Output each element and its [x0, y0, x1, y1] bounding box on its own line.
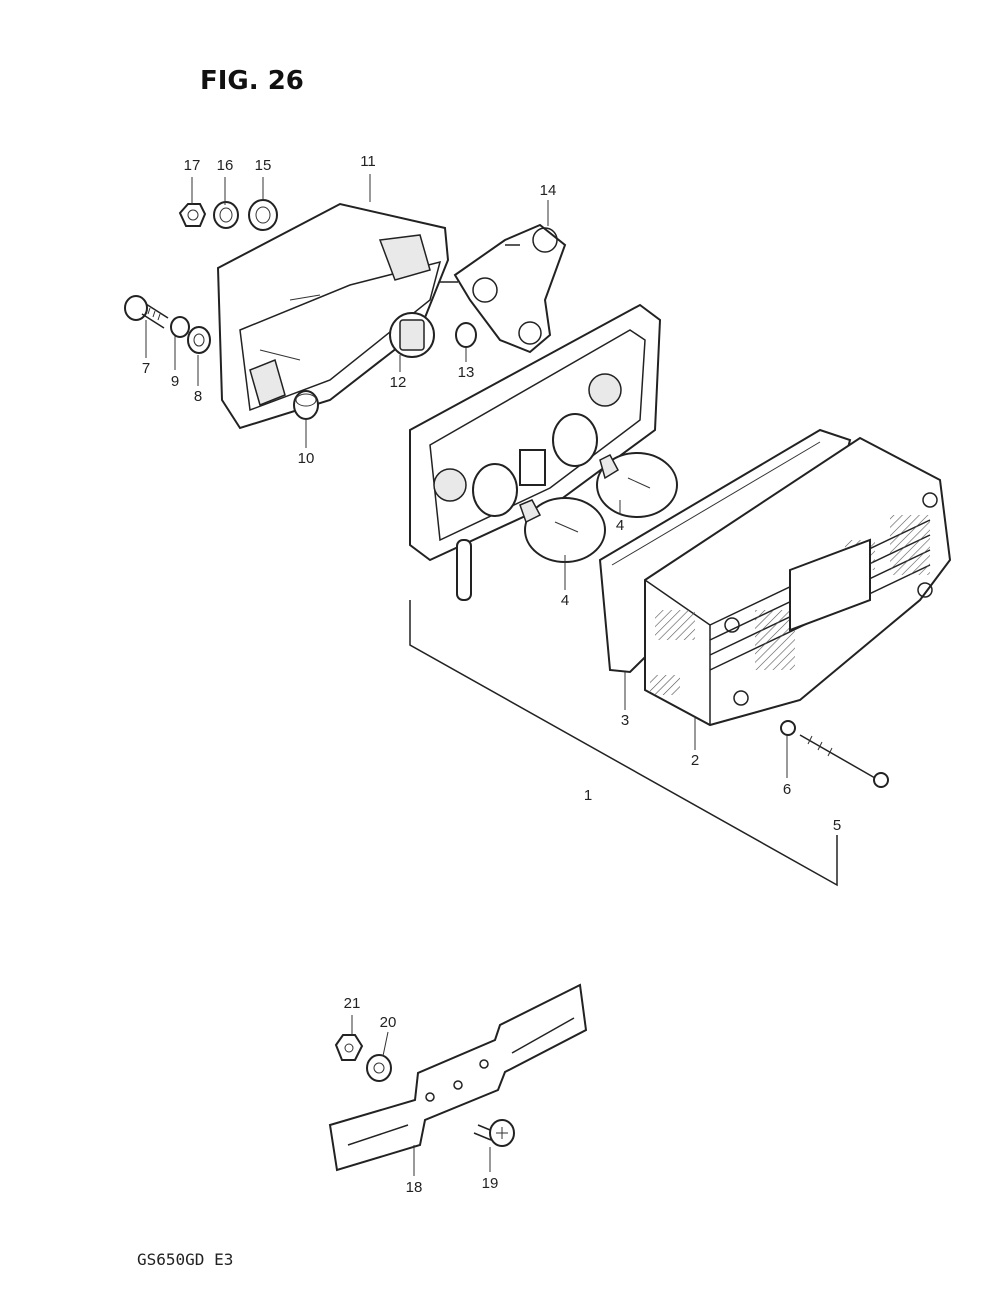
bulb-socket [389, 312, 435, 358]
nut-washer-set [178, 199, 278, 231]
callout-5: 5 [833, 817, 841, 834]
lamp-base [409, 303, 662, 601]
callout-2: 2 [691, 752, 699, 769]
callout-18: 18 [406, 1179, 423, 1196]
callout-11: 11 [360, 153, 376, 170]
figure-title: FIG. 26 [200, 66, 304, 96]
callout-16: 16 [217, 157, 234, 174]
callout-6: 6 [783, 781, 791, 798]
callout-3: 3 [621, 712, 629, 729]
callout-1: 1 [584, 787, 592, 804]
callout-9: 9 [171, 373, 179, 390]
callout-4a: 4 [616, 517, 624, 534]
callout-15: 15 [255, 157, 272, 174]
bulb [519, 497, 606, 563]
bracket-nut-washer [334, 1034, 392, 1082]
grommet [293, 390, 319, 420]
callout-8: 8 [194, 388, 202, 405]
assembly-bracket-line [409, 600, 838, 887]
callout-10: 10 [298, 450, 315, 467]
cushion [455, 322, 477, 348]
rear-housing [216, 202, 450, 430]
callout-19: 19 [482, 1175, 499, 1192]
callout-20: 20 [380, 1014, 397, 1031]
leader-lines [145, 174, 788, 1176]
callout-labels: 1 2 3 4 4 5 6 7 8 9 10 11 12 13 14 15 16… [142, 153, 841, 1196]
screw-washer-set [780, 720, 889, 788]
callout-12: 12 [390, 374, 407, 391]
bulb [596, 452, 678, 518]
callout-13: 13 [458, 364, 475, 381]
bracket-bolt [473, 1119, 515, 1147]
callout-17: 17 [184, 157, 201, 174]
bolt-washer-set [124, 295, 211, 354]
callout-4b: 4 [561, 592, 569, 609]
callout-21: 21 [344, 995, 361, 1012]
model-code: GS650GD E3 [137, 1250, 234, 1269]
callout-7: 7 [142, 360, 150, 377]
lamp-bracket [440, 223, 567, 354]
callout-14: 14 [540, 182, 557, 199]
tail-lamp-lens [644, 436, 952, 727]
license-bracket [328, 983, 588, 1172]
